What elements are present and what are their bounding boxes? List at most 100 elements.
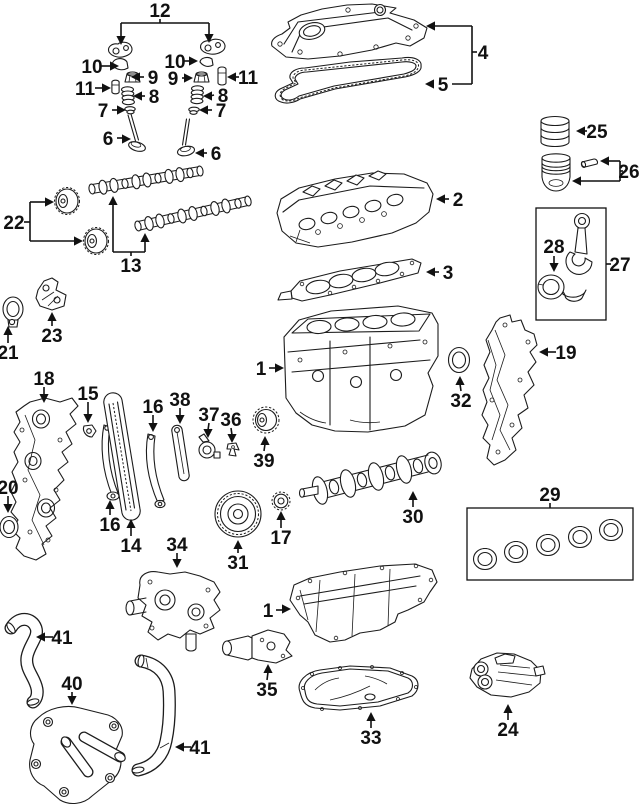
part-number-label: 11 xyxy=(75,79,96,100)
leader-arrowhead xyxy=(148,423,158,432)
callout-33[interactable]: 33 xyxy=(360,712,382,749)
callout-1[interactable]: 1 xyxy=(256,359,284,380)
callout-7[interactable]: 7 xyxy=(199,101,226,122)
leader-arrowhead xyxy=(539,347,548,357)
part-number-label: 10 xyxy=(164,52,185,73)
leader-arrowhead xyxy=(67,696,77,705)
part-valve-right xyxy=(176,118,196,157)
callout-9[interactable]: 9 xyxy=(131,68,158,89)
part-upper-oil-pan xyxy=(289,563,438,643)
callout-20[interactable]: 20 xyxy=(0,478,19,513)
callout-3[interactable]: 3 xyxy=(426,263,453,284)
callout-29[interactable]: 29 xyxy=(539,485,561,508)
part-number-label: 6 xyxy=(103,129,114,150)
part-piston-ring-set xyxy=(540,115,570,148)
part-tensioner-clip xyxy=(226,442,240,457)
callout-41[interactable]: 41 xyxy=(36,628,73,649)
part-number-label: 2 xyxy=(453,190,464,211)
leader-arrowhead xyxy=(576,126,585,136)
part-cylinder-block xyxy=(283,305,439,433)
leader-arrowhead xyxy=(276,511,286,520)
callout-25[interactable]: 25 xyxy=(576,122,608,143)
part-piston xyxy=(541,153,571,192)
leader-arrowhead xyxy=(263,664,273,673)
callout-35[interactable]: 35 xyxy=(256,664,278,701)
callout-6[interactable]: 6 xyxy=(103,129,131,150)
part-number-label: 16 xyxy=(142,397,163,418)
callout-16[interactable]: 16 xyxy=(142,397,164,432)
callout-4[interactable]: 4 xyxy=(426,21,489,85)
callout-8[interactable]: 8 xyxy=(133,87,159,108)
callout-11[interactable]: 11 xyxy=(75,79,111,100)
part-number-label: 37 xyxy=(198,405,219,426)
callout-6[interactable]: 6 xyxy=(195,144,221,165)
leader-line xyxy=(263,443,266,452)
callout-5[interactable]: 5 xyxy=(425,75,449,96)
part-connecting-rod xyxy=(565,212,593,275)
part-number-label: 31 xyxy=(227,553,249,574)
callout-40[interactable]: 40 xyxy=(61,674,83,705)
callout-28[interactable]: 28 xyxy=(543,237,565,272)
callout-41[interactable]: 41 xyxy=(175,738,211,759)
part-balance-shaft-assembly xyxy=(469,652,546,698)
callout-10[interactable]: 10 xyxy=(164,52,198,73)
part-number-label: 23 xyxy=(41,326,62,347)
part-number-label: 8 xyxy=(149,87,160,108)
callout-19[interactable]: 19 xyxy=(539,343,577,364)
callout-10[interactable]: 10 xyxy=(81,57,119,78)
callout-36[interactable]: 36 xyxy=(220,410,242,443)
callout-39[interactable]: 39 xyxy=(253,436,275,472)
part-crankshaft xyxy=(298,451,442,505)
leader-arrowhead xyxy=(102,83,111,93)
part-number-label: 16 xyxy=(99,515,120,536)
callout-1[interactable]: 1 xyxy=(263,601,291,622)
callout-31[interactable]: 31 xyxy=(227,540,249,574)
callout-18[interactable]: 18 xyxy=(33,369,55,403)
callout-12[interactable]: 12 xyxy=(116,1,214,45)
leader-arrowhead xyxy=(455,376,465,385)
callout-24[interactable]: 24 xyxy=(497,704,519,741)
part-number-label: 8 xyxy=(218,86,229,107)
callout-23[interactable]: 23 xyxy=(41,312,63,347)
leader-arrowhead xyxy=(175,742,184,752)
callout-32[interactable]: 32 xyxy=(450,376,472,412)
part-number-label: 6 xyxy=(211,144,222,165)
callout-21[interactable]: 21 xyxy=(0,326,19,364)
part-front-seal xyxy=(0,515,19,539)
callout-30[interactable]: 30 xyxy=(402,491,424,528)
callout-15[interactable]: 15 xyxy=(77,384,99,423)
callout-22[interactable]: 22 xyxy=(3,197,83,246)
part-number-label: 4 xyxy=(478,43,489,64)
part-head-gasket xyxy=(277,258,422,302)
callout-16[interactable]: 16 xyxy=(99,500,121,536)
part-number-label: 34 xyxy=(166,535,188,556)
part-number-label: 19 xyxy=(555,343,576,364)
callout-27[interactable]: 27 xyxy=(606,255,631,276)
part-number-label: 17 xyxy=(270,528,291,549)
callout-2[interactable]: 2 xyxy=(436,190,463,211)
callout-8[interactable]: 8 xyxy=(203,86,228,107)
part-rocker-arm-left xyxy=(108,41,133,58)
leader-arrowhead xyxy=(116,36,126,45)
callout-34[interactable]: 34 xyxy=(166,535,188,568)
callout-7[interactable]: 7 xyxy=(98,101,126,122)
callout-11[interactable]: 11 xyxy=(227,68,258,89)
part-number-label: 27 xyxy=(609,255,630,276)
part-oil-hose-upper xyxy=(4,612,44,709)
callout-37[interactable]: 37 xyxy=(198,405,220,438)
callout-17[interactable]: 17 xyxy=(270,511,292,549)
part-valve-spring-left xyxy=(120,86,135,106)
part-oil-pan xyxy=(298,665,419,711)
part-number-label: 14 xyxy=(120,536,142,557)
part-number-label: 38 xyxy=(169,390,190,411)
callout-14[interactable]: 14 xyxy=(120,519,142,557)
callout-13[interactable]: 13 xyxy=(108,196,150,277)
part-valve-left xyxy=(127,113,146,152)
callout-9[interactable]: 9 xyxy=(168,69,193,90)
part-valve-guide-right xyxy=(217,66,227,86)
part-number-label: 11 xyxy=(238,68,259,89)
callout-38[interactable]: 38 xyxy=(169,390,191,424)
part-valve-retainer-right xyxy=(193,71,210,83)
callout-26[interactable]: 26 xyxy=(572,156,640,186)
